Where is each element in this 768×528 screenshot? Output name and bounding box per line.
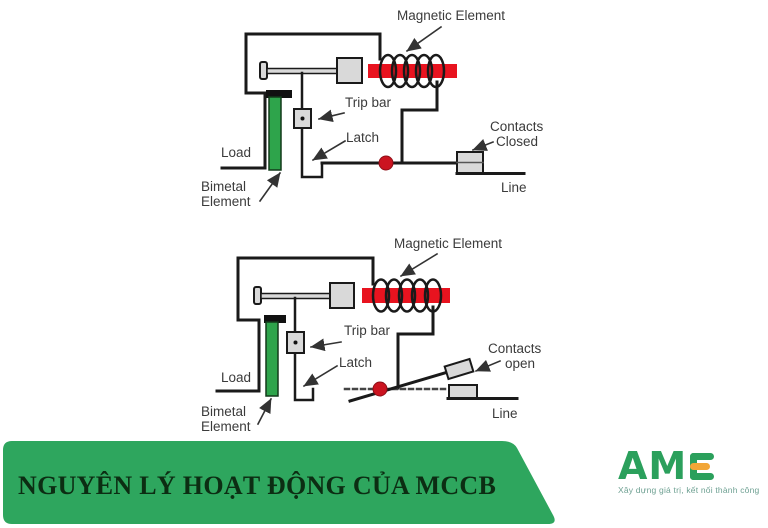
page-title: NGUYÊN LÝ HOẠT ĐỘNG CỦA MCCB xyxy=(18,471,497,500)
ame-logo: AM Xây dựng giá trị, kết nối thành công xyxy=(618,444,768,495)
circuit-wire-coil-to-lever xyxy=(396,305,435,390)
label-contacts-line2: Closed xyxy=(496,134,539,149)
label-load: Load xyxy=(221,370,252,385)
bimetal-anchor-cap xyxy=(264,315,286,323)
circuit-wire-load-to-coil xyxy=(220,32,382,170)
contacts-arrow xyxy=(474,359,502,373)
circuit-wire-coil-to-lever xyxy=(400,80,439,164)
letter-e-top-bar xyxy=(690,453,715,460)
label-latch: Latch xyxy=(339,355,373,370)
ame-logo-letter-e xyxy=(690,453,715,480)
label-magnetic-element: Magnetic Element xyxy=(394,236,503,251)
label-trip-bar: Trip bar xyxy=(345,95,392,110)
label-latch: Latch xyxy=(346,130,380,145)
plunger-end-cap xyxy=(253,286,262,305)
label-contacts-line1: Contacts xyxy=(488,341,542,356)
lever-pivot xyxy=(378,155,394,171)
ame-logo-tagline: Xây dựng giá trị, kết nối thành công xyxy=(618,485,760,495)
annotation-arrows xyxy=(256,252,502,426)
circuit-wire-load-to-coil xyxy=(215,256,375,393)
label-contacts-line1: Contacts xyxy=(490,119,544,134)
contact-lever-open xyxy=(348,370,450,403)
letter-e-middle-bar-orange xyxy=(690,463,711,470)
contacts-arrow xyxy=(471,139,495,152)
latch-arrow xyxy=(302,364,339,388)
label-bimetal-line1: Bimetal xyxy=(201,179,247,194)
coil-windings xyxy=(371,278,443,313)
bimetal-anchor-cap xyxy=(266,90,292,98)
trip-bar-pin xyxy=(293,340,298,345)
title-banner-shape-canvas xyxy=(3,441,555,524)
label-bimetal-element: Bimetal Element xyxy=(201,404,251,434)
label-load: Load xyxy=(221,145,252,160)
plunger-armature xyxy=(329,282,355,309)
label-bimetal-line1: Bimetal xyxy=(201,404,247,419)
magnetic-core xyxy=(368,64,457,78)
latch-arrow xyxy=(311,139,347,162)
letter-e-bottom-bar xyxy=(690,473,715,480)
bimetal-strip xyxy=(265,321,279,397)
label-magnetic-element: Magnetic Element xyxy=(397,8,506,23)
diagram-contacts-closed xyxy=(220,25,526,203)
mccb-diagrams-canvas xyxy=(215,25,526,426)
label-bimetal-element: Bimetal Element xyxy=(201,179,251,209)
lever-pivot xyxy=(372,381,388,397)
plunger-end-cap xyxy=(259,61,268,80)
bimetal-arrow xyxy=(256,397,273,426)
label-trip-bar: Trip bar xyxy=(344,323,391,338)
label-bimetal-line2: Element xyxy=(201,194,251,209)
label-contacts-closed: Contacts Closed xyxy=(490,119,543,149)
fixed-contact xyxy=(448,384,478,399)
title-banner-ribbon xyxy=(3,441,555,524)
magnetic-core xyxy=(362,288,450,303)
ame-logo-wordmark: AM xyxy=(618,444,768,488)
ame-logo-letters-am: AM xyxy=(618,444,688,488)
trip-bar-pin xyxy=(300,116,305,121)
label-contacts-line2: open xyxy=(505,356,536,371)
magnetic-element-arrow xyxy=(399,252,439,278)
diagram-contacts-open xyxy=(215,252,519,426)
bimetal-strip xyxy=(268,96,282,171)
label-line: Line xyxy=(492,406,518,421)
label-contacts-open: Contacts open xyxy=(488,341,541,371)
label-bimetal-line2: Element xyxy=(201,419,251,434)
moving-contact-open xyxy=(443,357,475,381)
annotation-arrows xyxy=(258,25,495,203)
bimetal-arrow xyxy=(258,171,282,203)
magnetic-element-arrow xyxy=(405,25,443,53)
trip-bar-arrow xyxy=(318,109,345,123)
trip-bar-arrow xyxy=(310,338,342,352)
plunger-armature xyxy=(336,57,363,84)
label-line: Line xyxy=(501,180,527,195)
